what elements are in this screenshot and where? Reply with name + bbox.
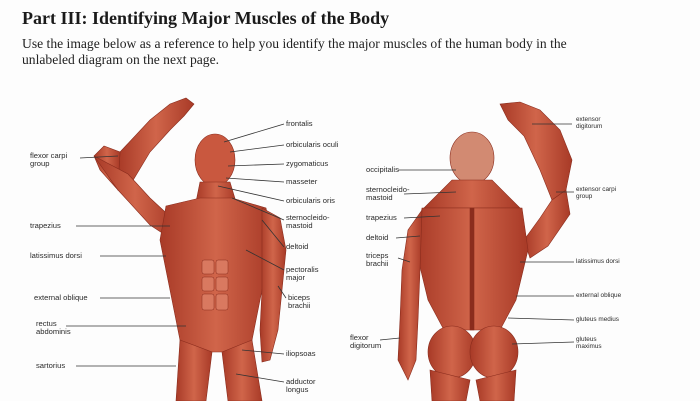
label-rectus-abdominis: rectus abdominis bbox=[36, 320, 71, 337]
back-figure bbox=[398, 102, 572, 401]
label-external-oblique-back: external oblique bbox=[576, 292, 621, 299]
label-external-oblique-front: external oblique bbox=[34, 294, 88, 302]
instructions-text: Use the image below as a reference to he… bbox=[22, 36, 682, 68]
label-flexor-digitorum: flexor digitorum bbox=[350, 334, 381, 351]
label-masseter: masseter bbox=[286, 178, 317, 186]
label-sartorius: sartorius bbox=[36, 362, 65, 370]
label-orbicularis-oris: orbicularis oris bbox=[286, 197, 335, 205]
label-frontalis: frontalis bbox=[286, 120, 313, 128]
label-sternocleidomastoid-front: sternocleido- mastoid bbox=[286, 214, 329, 231]
label-flexor-carpi-group: flexor carpi group bbox=[30, 152, 67, 169]
label-iliopsoas: iliopsoas bbox=[286, 350, 316, 358]
label-orbicularis-oculi: orbicularis oculi bbox=[286, 141, 338, 149]
label-deltoid-back: deltoid bbox=[366, 234, 388, 242]
instructions-line-2: unlabeled diagram on the next page. bbox=[22, 52, 682, 68]
label-latissimus-dorsi-front: latissimus dorsi bbox=[30, 252, 82, 260]
label-pectoralis-major: pectoralis major bbox=[286, 266, 319, 283]
muscle-diagram: flexor carpi group trapezius latissimus … bbox=[0, 90, 700, 401]
instructions-line-1: Use the image below as a reference to he… bbox=[22, 36, 682, 52]
muscle-illustration bbox=[0, 90, 700, 401]
label-trapezius-back: trapezius bbox=[366, 214, 397, 222]
label-occipitalis: occipitalis bbox=[366, 166, 399, 174]
label-trapezius-front: trapezius bbox=[30, 222, 61, 230]
label-biceps-brachii: biceps brachii bbox=[288, 294, 310, 311]
label-latissimus-dorsi-back: latissimus dorsi bbox=[576, 258, 620, 265]
label-extensor-digitorum: extensor digitorum bbox=[576, 116, 602, 130]
label-deltoid-front: deltoid bbox=[286, 243, 308, 251]
label-gluteus-maximus: gluteus maximus bbox=[576, 336, 602, 350]
label-sternocleidomastoid-back: sternocleido- mastoid bbox=[366, 186, 409, 203]
label-extensor-carpi-group: extensor carpi group bbox=[576, 186, 616, 200]
page-title: Part III: Identifying Major Muscles of t… bbox=[22, 8, 389, 29]
label-zygomaticus: zygomaticus bbox=[286, 160, 328, 168]
label-triceps-brachii: triceps brachii bbox=[366, 252, 388, 269]
label-gluteus-medius: gluteus medius bbox=[576, 316, 619, 323]
front-figure bbox=[94, 98, 286, 401]
label-adductor-longus: adductor longus bbox=[286, 378, 316, 395]
